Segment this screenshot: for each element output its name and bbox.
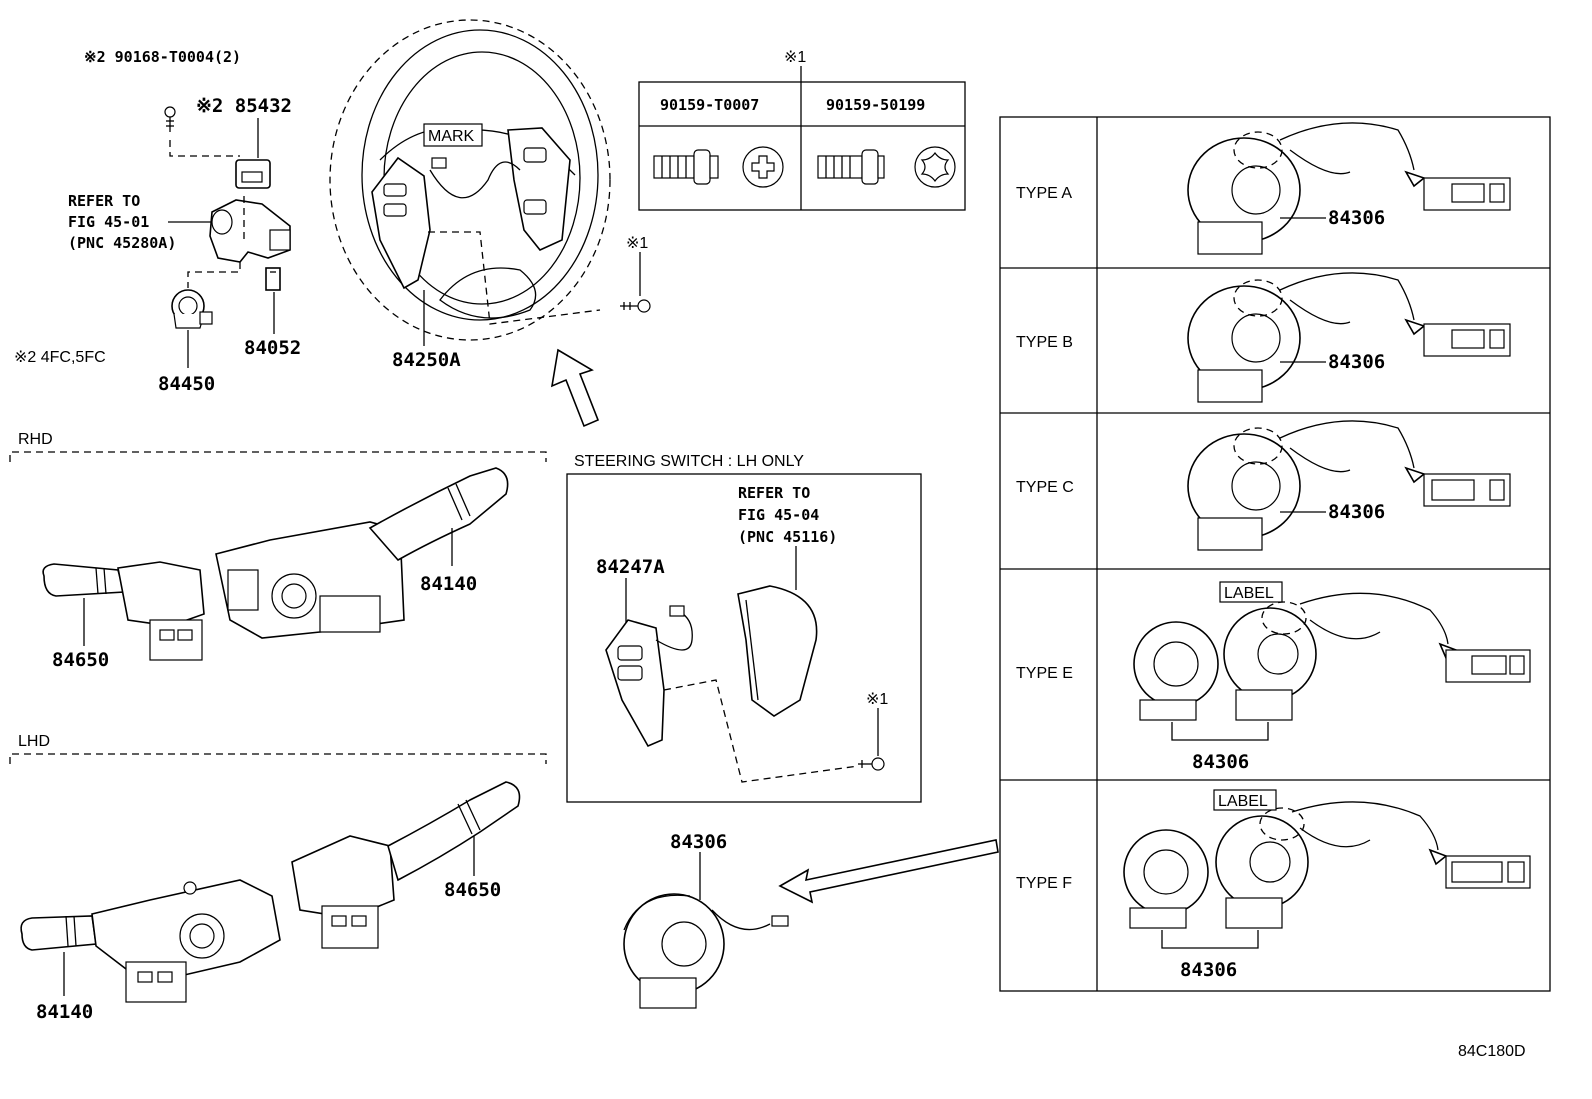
- steering-switch-title: STEERING SWITCH : LH ONLY: [574, 453, 804, 470]
- phillips-head-icon: [742, 146, 784, 188]
- up-arrow-icon: [550, 348, 600, 428]
- type-row-e: TYPE E LABEL 84306: [1016, 581, 1531, 773]
- type-name: TYPE B: [1016, 334, 1073, 351]
- type-part: 84306: [1328, 351, 1385, 373]
- type-name: TYPE C: [1016, 479, 1074, 496]
- fastener-table: ※1 90159-T0007 90159-50199: [638, 49, 966, 211]
- type-name: TYPE E: [1016, 665, 1073, 682]
- screw-icon: [164, 106, 176, 132]
- fastener-col-2: 90159-50199: [826, 96, 925, 114]
- column-lock-body: [209, 199, 291, 263]
- mark-tag: MARK: [423, 123, 483, 147]
- mark-label: MARK: [428, 128, 475, 145]
- light-switch-84140: [20, 879, 281, 1003]
- label-tag-text: LABEL: [1224, 585, 1274, 602]
- steering-switch-84247A: [605, 605, 693, 748]
- label-tag: LABEL: [1213, 789, 1277, 811]
- lhd-label: LHD: [18, 733, 50, 750]
- type-part: 84306: [1328, 207, 1385, 229]
- lhd-84140-label: 84140: [36, 1001, 93, 1023]
- spiral-cable-84306: 84306: [623, 831, 999, 1009]
- sw-refer-line-2: FIG 45-04: [738, 506, 819, 524]
- lhd-group: LHD 84140 84650: [9, 733, 547, 1023]
- sw-refer-line-1: REFER TO: [738, 484, 810, 502]
- switch-cover: [737, 585, 818, 717]
- part-84450-label: 84450: [158, 373, 215, 395]
- screw-icon: [858, 757, 885, 771]
- key-cylinder-84450: [171, 289, 213, 329]
- lhd-84650-label: 84650: [444, 879, 501, 901]
- rhd-84650-label: 84650: [52, 649, 109, 671]
- steering-wheel-assembly: MARK 84250A ※1: [329, 19, 651, 428]
- bolt-icon: [653, 149, 719, 185]
- model-note: ※2 4FC,5FC: [14, 349, 106, 366]
- type-row-a: TYPE A 84306: [1016, 122, 1511, 255]
- refer-line-1: REFER TO: [68, 192, 140, 210]
- rhd-84140-label: 84140: [420, 573, 477, 595]
- type-name: TYPE F: [1016, 875, 1072, 892]
- part-84250A-label: 84250A: [392, 349, 461, 371]
- screw-icon: [620, 299, 651, 313]
- sw-refer-line-3: (PNC 45116): [738, 528, 837, 546]
- label-tag: LABEL: [1219, 581, 1283, 603]
- right-switch-pad: [507, 127, 571, 251]
- left-arrow-icon: [778, 839, 999, 904]
- bolt-icon: [817, 149, 885, 185]
- type-part: 84306: [1180, 959, 1237, 981]
- type-row-c: TYPE C 84306: [1016, 420, 1511, 551]
- label-tag-text: LABEL: [1218, 793, 1268, 810]
- refer-line-3: (PNC 45280A): [68, 234, 176, 252]
- left-switch-pad: [371, 156, 431, 290]
- switch-84052: [265, 267, 281, 291]
- fastener-note: ※1: [784, 49, 806, 66]
- spiral-bottom-label: 84306: [670, 831, 727, 853]
- part-84247A-label: 84247A: [596, 556, 665, 578]
- steering-switch-box: STEERING SWITCH : LH ONLY REFER TO FIG 4…: [566, 453, 922, 803]
- ignition-assembly: ※2 90168-T0004(2) ※2 85432 REFER TO FIG …: [14, 48, 301, 395]
- rhd-label: RHD: [18, 431, 53, 448]
- type-part: 84306: [1192, 751, 1249, 773]
- rhd-group: RHD 84650 84140: [9, 431, 547, 671]
- type-row-b: TYPE B 84306: [1016, 272, 1511, 403]
- torx-head-icon: [914, 146, 956, 188]
- figure-code: 84C180D: [1458, 1043, 1526, 1060]
- screw-note-1: ※1: [626, 235, 648, 252]
- part-84052-label: 84052: [244, 337, 301, 359]
- type-row-f: TYPE F LABEL 84306: [1016, 789, 1531, 981]
- screw-note-2: ※1: [866, 691, 888, 708]
- wiper-switch-84650: [42, 561, 205, 661]
- wiper-switch-84650: [291, 781, 521, 949]
- refer-line-2: FIG 45-01: [68, 213, 149, 231]
- type-part: 84306: [1328, 501, 1385, 523]
- part-85432-label: ※2 85432: [196, 95, 292, 117]
- fastener-col-1: 90159-T0007: [660, 96, 759, 114]
- light-switch-84140: [215, 467, 509, 639]
- screw-top-label: ※2 90168-T0004(2): [84, 48, 241, 66]
- relay-85432: [235, 159, 271, 189]
- type-table: TYPE A 84306 TYPE B: [999, 116, 1551, 992]
- type-name: TYPE A: [1016, 185, 1072, 202]
